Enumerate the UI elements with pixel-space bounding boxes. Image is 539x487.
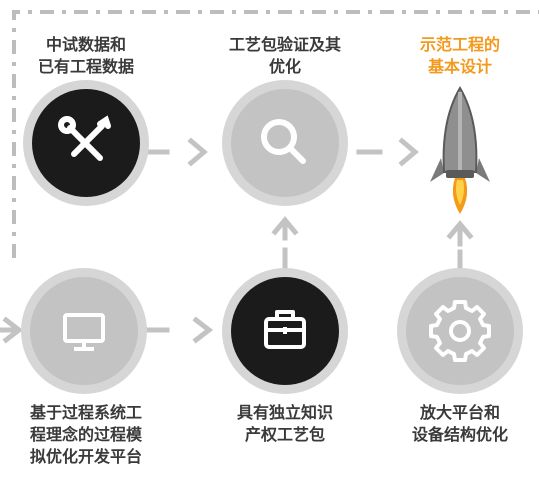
node-package: [222, 268, 348, 394]
step-label-pilot-data: 中试数据和 已有工程数据: [37, 35, 134, 76]
magnifier-icon: [261, 119, 306, 164]
step-label-ip-package: 具有独立知识 产权工艺包: [236, 403, 333, 444]
arrow-scaleup-to-design: [446, 220, 474, 271]
tools-icon: [58, 115, 111, 161]
node-scaleup: [397, 268, 523, 394]
arrow-platform-to-package: [143, 316, 214, 344]
monitor-icon: [63, 313, 105, 351]
arrow-verify-to-design: [356, 137, 419, 167]
rocket-icon: [430, 86, 490, 214]
arrow-package-to-verify: [271, 216, 299, 269]
arrow-left-into-platform: [0, 316, 24, 344]
gear-icon: [429, 300, 491, 362]
node-tools: [23, 80, 149, 206]
dashed-frame: [12, 10, 539, 258]
node-verify: [222, 80, 348, 206]
step-label-package-verification: 工艺包验证及其 优化: [228, 35, 341, 76]
step-label-demo-design: 示范工程的 基本设计: [419, 35, 500, 76]
node-platform: [21, 268, 147, 394]
briefcase-icon: [264, 310, 306, 349]
step-label-simulation-platform: 基于过程系统工 程理念的过程模 拟优化开发平台: [29, 403, 142, 466]
arrow-tools-to-verify: [143, 137, 208, 167]
step-label-scaleup: 放大平台和 设备结构优化: [411, 403, 508, 444]
